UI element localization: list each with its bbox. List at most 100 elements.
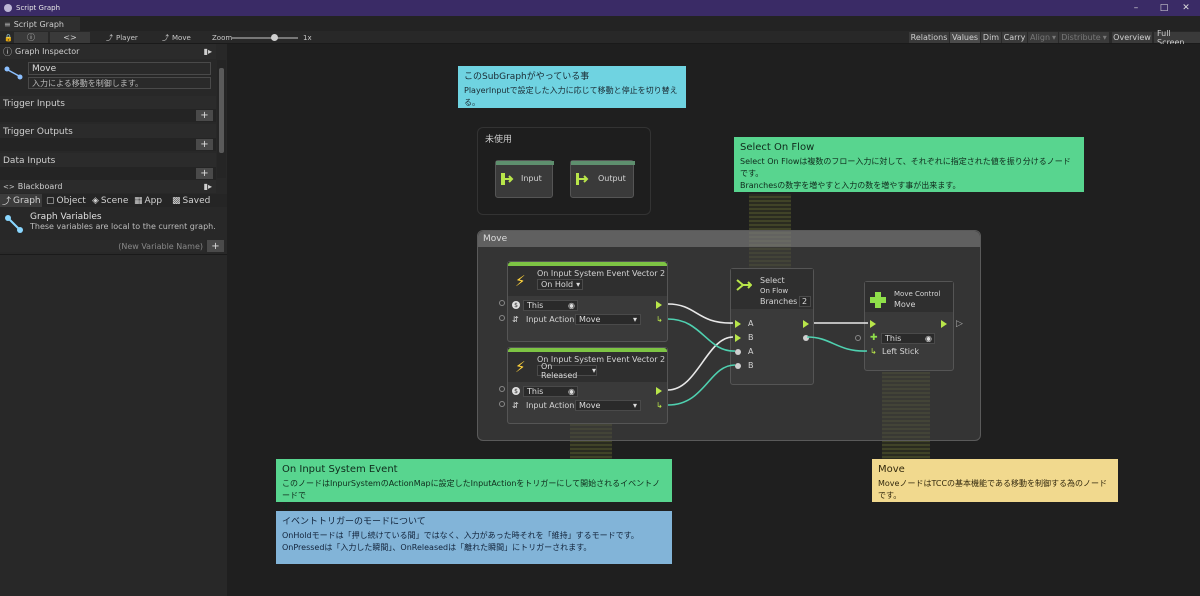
graph-node-icon: ⤴	[2, 197, 12, 207]
input-action-port[interactable]	[499, 315, 505, 321]
flow-exit-arrow-icon[interactable]: ▷	[956, 319, 963, 329]
output-node[interactable]: Output	[570, 160, 635, 198]
flow-output-port[interactable]	[656, 387, 662, 395]
inspector-scrollbar[interactable]	[217, 60, 226, 178]
blackboard-header[interactable]: <> Blackboard ▮▸	[0, 180, 216, 193]
input-action-dropdown[interactable]: Move▾	[575, 400, 641, 411]
flow-input-a-port[interactable]	[735, 320, 741, 328]
pin-icon[interactable]: ▮▸	[203, 47, 212, 56]
target-picker-icon[interactable]: ◉	[568, 301, 575, 310]
note-title: Move	[878, 464, 905, 475]
scrollbar-thumb[interactable]	[219, 68, 224, 153]
values-button[interactable]: Values	[950, 32, 980, 43]
note-title: Select On Flow	[740, 142, 815, 153]
blackboard-toggle-button[interactable]: <>	[50, 32, 90, 43]
target-input-port[interactable]	[499, 386, 505, 392]
flow-input-port[interactable]	[870, 320, 876, 328]
select-on-flow-node[interactable]: Select On Flow Branches 2 A B A B	[730, 268, 814, 385]
add-variable-button[interactable]: +	[207, 240, 224, 252]
sticky-note-select-on-flow[interactable]: Select On Flow Select On Flowは複数のフロー入力に対…	[734, 137, 1084, 192]
info-toggle-button[interactable]: ⓘ	[14, 32, 48, 43]
input-action-icon: ⇵	[512, 315, 519, 324]
target-picker-icon[interactable]: ◉	[925, 334, 932, 343]
tab-graph[interactable]: ⤴Graph	[0, 194, 42, 207]
target-field[interactable]: This◉	[881, 333, 935, 344]
on-input-system-event-node[interactable]: ⚡ On Input System Event Vector 2 On Hold…	[507, 261, 668, 342]
game-object-icon: $	[512, 387, 520, 395]
overview-button[interactable]: Overview	[1112, 32, 1152, 43]
tab-object[interactable]: ▢Object	[46, 195, 86, 206]
branches-count-field[interactable]: 2	[799, 296, 811, 307]
tab-scene[interactable]: ◈Scene	[92, 195, 129, 206]
flow-input-b-port[interactable]	[735, 334, 741, 342]
caret-down-icon: ▾	[1102, 33, 1107, 42]
flow-output-port[interactable]	[803, 320, 809, 328]
value-output-port[interactable]: ↳	[656, 401, 663, 410]
close-button[interactable]: ✕	[1182, 3, 1190, 13]
minimize-button[interactable]: –	[1133, 3, 1139, 13]
sticky-note-trigger-modes[interactable]: イベントトリガーのモードについて OnHoldモードは「押し続けている間」ではな…	[276, 511, 672, 564]
node-name-field[interactable]: Move	[28, 62, 211, 75]
unity-app-icon	[4, 4, 12, 12]
move-control-node[interactable]: Move Control Move ✚ This◉ ↳ Left Stick	[864, 281, 954, 371]
on-input-system-event-node[interactable]: ⚡ On Input System Event Vector 2 On Rele…	[507, 347, 668, 424]
trigger-mode-dropdown[interactable]: On Released▾	[537, 362, 597, 380]
distribute-dropdown[interactable]: Distribute▾	[1059, 32, 1109, 43]
trigger-mode-dropdown[interactable]: On Hold▾	[537, 279, 583, 290]
data-inputs-bar: +	[0, 167, 216, 180]
target-field[interactable]: This◉	[523, 300, 578, 311]
input-action-label: Input Action	[526, 315, 575, 324]
trigger-outputs-header: Trigger Outputs	[0, 124, 216, 139]
graph-canvas[interactable]: このSubGraphがやっている事 PlayerInputで設定した入力に応じて…	[227, 44, 1200, 596]
pin-icon[interactable]: ▮▸	[203, 182, 212, 191]
tab-app[interactable]: ▦App	[134, 195, 163, 206]
carry-button[interactable]: Carry	[1002, 32, 1027, 43]
node-description-field[interactable]: 入力による移動を制御します。	[28, 77, 211, 89]
saved-icon: ▩	[172, 195, 181, 206]
add-trigger-output-button[interactable]: +	[196, 139, 213, 150]
new-variable-name-input[interactable]: (New Variable Name)	[0, 240, 205, 252]
group-title: Move	[478, 231, 980, 247]
zoom-slider-handle[interactable]	[271, 34, 279, 41]
add-data-input-button[interactable]: +	[196, 168, 213, 179]
blackboard-tabs: ⤴Graph ▢Object ◈Scene ▦App ▩Saved	[0, 194, 227, 207]
target-input-port[interactable]	[499, 300, 505, 306]
value-input-b-port[interactable]	[735, 363, 741, 369]
dim-button[interactable]: Dim	[981, 32, 1001, 43]
input-action-port[interactable]	[499, 401, 505, 407]
align-dropdown[interactable]: Align▾	[1028, 32, 1058, 43]
code-brackets-icon: <>	[3, 182, 15, 191]
input-node[interactable]: Input	[495, 160, 554, 198]
relations-button[interactable]: Relations	[909, 32, 949, 43]
input-action-dropdown[interactable]: Move▾	[575, 314, 641, 325]
value-input-a-port[interactable]	[735, 349, 741, 355]
node-header	[508, 262, 667, 296]
sticky-note-subgraph[interactable]: このSubGraphがやっている事 PlayerInputで設定した入力に応じて…	[458, 66, 686, 108]
full-screen-button[interactable]: Full Screen	[1154, 29, 1200, 47]
node-header-bar	[571, 161, 635, 165]
tab-script-graph[interactable]: ≡ Script Graph	[0, 17, 80, 31]
add-trigger-input-button[interactable]: +	[196, 110, 213, 121]
sticky-note-move[interactable]: Move MoveノードはTCCの基本機能である移動を制御する為のノードです。	[872, 459, 1118, 502]
lock-icon[interactable]: 🔒	[4, 33, 13, 42]
target-input-port[interactable]	[855, 335, 861, 341]
group-unused[interactable]: 未使用 Input Output	[477, 127, 651, 215]
breadcrumb-move[interactable]: ⤴Move	[162, 33, 191, 42]
value-output-port[interactable]	[803, 335, 809, 341]
tab-saved[interactable]: ▩Saved	[172, 195, 211, 206]
sticky-note-on-input-system-event[interactable]: On Input System Event このノードはInpurSystemの…	[276, 459, 672, 512]
flow-output-port[interactable]	[656, 301, 662, 309]
branches-label: Branches	[760, 297, 798, 306]
node-header-bar	[508, 262, 667, 266]
maximize-button[interactable]: □	[1159, 3, 1169, 13]
target-field[interactable]: This◉	[523, 386, 578, 397]
zoom-slider-track[interactable]	[232, 34, 298, 41]
caret-down-icon: ▾	[576, 280, 581, 289]
flow-output-port[interactable]	[941, 320, 947, 328]
input-action-label: Input Action	[526, 401, 575, 410]
graph-inspector-header[interactable]: ⓘ Graph Inspector ▮▸	[0, 44, 216, 59]
breadcrumb-player[interactable]: ⤴Player	[106, 33, 138, 42]
port-label: A	[748, 319, 754, 328]
target-picker-icon[interactable]: ◉	[568, 387, 575, 396]
value-output-port[interactable]: ↳	[656, 315, 663, 324]
